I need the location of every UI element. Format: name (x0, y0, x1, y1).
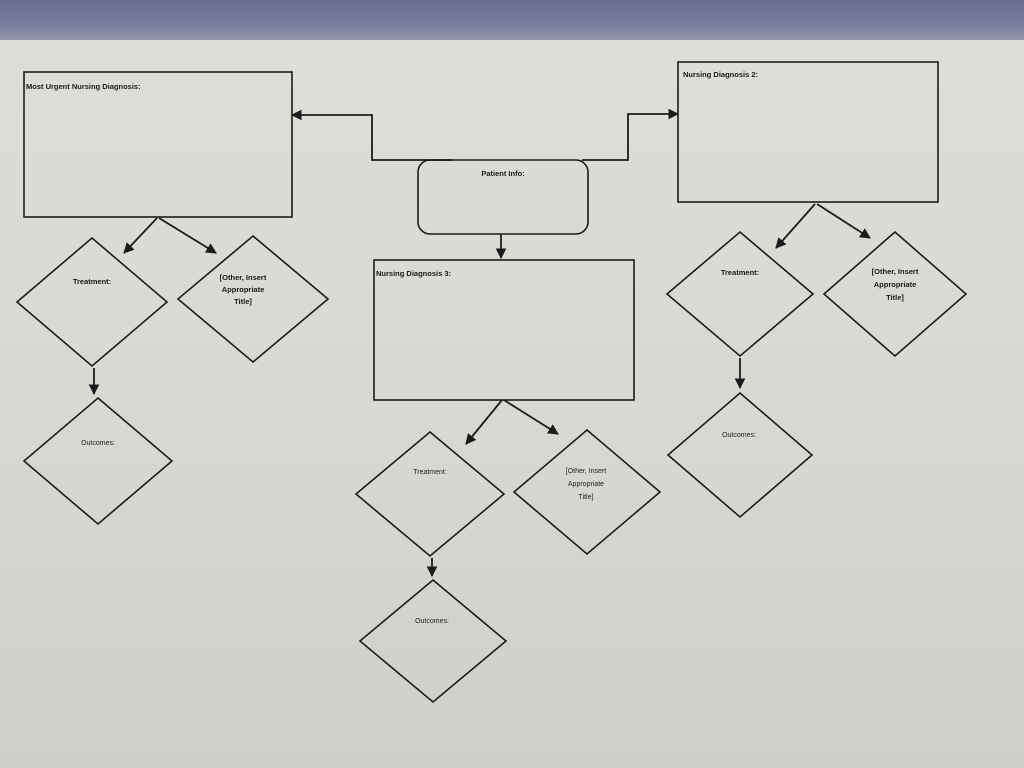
connector-to-most-urgent (290, 109, 452, 161)
diagnosis-3-box[interactable] (373, 259, 635, 401)
right-outcomes-diamond[interactable] (666, 391, 814, 519)
right-other-diamond[interactable] (822, 230, 968, 358)
middle-other-diamond[interactable] (512, 428, 662, 556)
right-outcomes-label: Outcomes: (722, 432, 756, 439)
right-other-label-1: [Other, Insert (872, 267, 919, 276)
middle-other-label-1: [Other, Insert (566, 468, 607, 475)
diagnosis-2-title: Nursing Diagnosis 2: (683, 70, 758, 79)
left-other-label-3: Title] (234, 297, 252, 306)
left-other-label-1: [Other, Insert (220, 273, 267, 282)
right-arrow-to-treatment (775, 203, 816, 249)
left-treatment-diamond[interactable] (15, 236, 169, 368)
middle-other-label-2: Appropriate (568, 481, 604, 488)
connector-to-diagnosis-2 (582, 108, 680, 161)
left-outcomes-diamond[interactable] (22, 396, 174, 526)
middle-arrow-to-treatment (465, 399, 503, 445)
left-outcomes-label: Outcomes: (81, 440, 115, 447)
left-arrow-to-other (158, 217, 217, 254)
right-treatment-label: Treatment: (721, 268, 759, 277)
diagnosis-2-box[interactable] (677, 61, 939, 203)
right-treatment-diamond[interactable] (665, 230, 815, 358)
middle-treatment-diamond[interactable] (354, 430, 506, 558)
right-other-label-3: Title] (886, 293, 904, 302)
middle-outcomes-diamond[interactable] (358, 578, 508, 704)
middle-outcomes-label: Outcomes: (415, 618, 449, 625)
patient-info-title: Patient Info: (481, 169, 524, 178)
patient-info-box[interactable] (417, 159, 589, 235)
left-other-diamond[interactable] (176, 234, 330, 364)
middle-treatment-label: Treatment: (413, 469, 447, 476)
middle-arrow-to-other (503, 399, 559, 435)
left-treatment-label: Treatment: (73, 277, 111, 286)
right-other-label-2: Appropriate (874, 280, 917, 289)
most-urgent-diagnosis-title: Most Urgent Nursing Diagnosis: (26, 82, 141, 91)
left-arrow-to-treatment (123, 217, 158, 254)
middle-other-label-3: Title] (579, 494, 594, 501)
monitor-top-bezel (0, 0, 1024, 44)
right-arrow-to-other (816, 203, 871, 239)
diagnosis-3-title: Nursing Diagnosis 3: (376, 269, 451, 278)
most-urgent-diagnosis-box[interactable] (23, 71, 293, 218)
left-other-label-2: Appropriate (222, 285, 265, 294)
